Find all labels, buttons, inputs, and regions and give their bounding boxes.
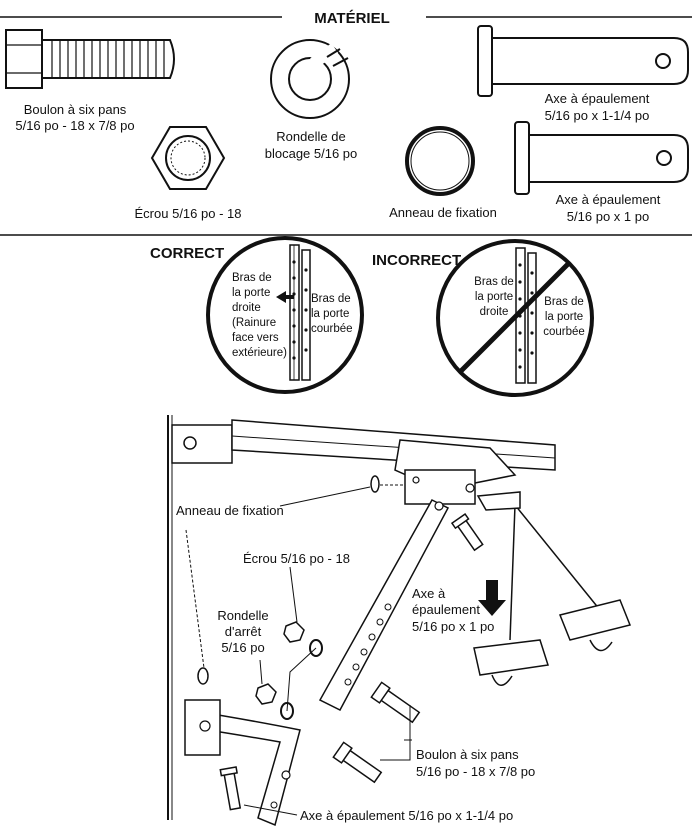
nut-label: Écrou 5/16 po - 18 xyxy=(135,206,242,221)
svg-text:extérieure): extérieure) xyxy=(232,347,287,359)
hex-bolt-icon xyxy=(5,29,175,89)
incorrect-heading: INCORRECT xyxy=(372,252,461,269)
incorrect-curved-arm-label: Bras de la porte courbée xyxy=(543,296,585,338)
svg-text:la porte: la porte xyxy=(475,291,513,303)
svg-text:courbée: courbée xyxy=(543,326,585,338)
assembly-ring-fastener-label: Anneau de fixation xyxy=(176,503,284,518)
lock-washer-label-2: blocage 5/16 po xyxy=(265,146,358,161)
svg-text:(Rainure: (Rainure xyxy=(232,317,276,329)
ring-fastener-label: Anneau de fixation xyxy=(389,205,497,220)
correct-heading: CORRECT xyxy=(150,245,224,262)
hex-nut-icon xyxy=(150,126,226,190)
ring-fastener-icon xyxy=(405,126,475,196)
svg-text:Bras de: Bras de xyxy=(544,296,584,308)
svg-text:5/16 po x 1 po: 5/16 po x 1 po xyxy=(412,619,494,634)
svg-text:courbée: courbée xyxy=(311,323,353,335)
svg-text:la porte: la porte xyxy=(232,287,270,299)
svg-text:5/16 po - 18 x 7/8 po: 5/16 po - 18 x 7/8 po xyxy=(416,764,535,779)
clevis-pin-short-icon xyxy=(514,121,689,195)
assembly-illustration xyxy=(167,415,632,827)
clevis-pin-long-label-2: 5/16 po x 1-1/4 po xyxy=(545,108,650,123)
svg-text:Axe à: Axe à xyxy=(412,586,446,601)
lock-washer-label-1: Rondelle de xyxy=(276,129,345,144)
svg-text:d'arrêt: d'arrêt xyxy=(225,624,262,639)
assembly-hex-bolt-label: Boulon à six pans 5/16 po - 18 x 7/8 po xyxy=(416,747,535,779)
svg-text:droite: droite xyxy=(480,306,509,318)
clevis-pin-short-label-2: 5/16 po x 1 po xyxy=(567,209,649,224)
svg-text:la porte: la porte xyxy=(545,311,583,323)
incorrect-orientation-illustration xyxy=(436,239,594,397)
correct-straight-arm-label: Bras de la porte droite (Rainure face ve… xyxy=(232,272,287,359)
svg-text:épaulement: épaulement xyxy=(412,602,480,617)
header-title: MATÉRIEL xyxy=(314,10,390,27)
incorrect-straight-arm-label: Bras de la porte droite xyxy=(474,276,514,318)
svg-text:Bras de: Bras de xyxy=(474,276,514,288)
svg-text:5/16 po: 5/16 po xyxy=(221,640,264,655)
clevis-pin-long-label-1: Axe à épaulement xyxy=(545,91,650,106)
svg-text:Boulon à six pans: Boulon à six pans xyxy=(416,747,519,762)
svg-text:la porte: la porte xyxy=(311,308,349,320)
lock-washer-icon xyxy=(270,39,350,119)
correct-orientation-illustration xyxy=(206,236,364,394)
hex-bolt-label-2: 5/16 po - 18 x 7/8 po xyxy=(15,118,134,133)
clevis-pin-short-label-1: Axe à épaulement xyxy=(556,192,661,207)
svg-text:Rondelle: Rondelle xyxy=(217,608,268,623)
clevis-pin-long-icon xyxy=(477,25,689,97)
assembly-washer-label: Rondelle d'arrêt 5/16 po xyxy=(217,608,268,655)
assembly-clevis-pin-short-label: Axe à épaulement 5/16 po x 1 po xyxy=(412,586,494,634)
hex-bolt-label-1: Boulon à six pans xyxy=(24,102,127,117)
svg-text:face vers: face vers xyxy=(232,332,279,344)
correct-curved-arm-label: Bras de la porte courbée xyxy=(311,293,353,335)
assembly-clevis-pin-long-label: Axe à épaulement 5/16 po x 1-1/4 po xyxy=(300,808,513,823)
svg-text:droite: droite xyxy=(232,302,261,314)
svg-text:Bras de: Bras de xyxy=(311,293,351,305)
assembly-nut-label: Écrou 5/16 po - 18 xyxy=(243,551,350,566)
svg-text:Bras de: Bras de xyxy=(232,272,272,284)
